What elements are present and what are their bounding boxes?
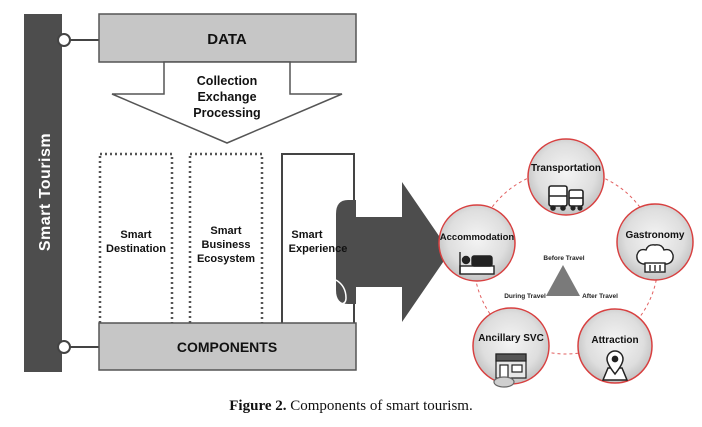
node-gastronomy-label: Gastronomy: [626, 230, 685, 241]
node-attraction-label: Attraction: [591, 335, 638, 346]
figure-caption-prefix: Figure 2.: [229, 398, 287, 414]
column-smart-destination-line2: Destination: [106, 243, 166, 255]
components-label: COMPONENTS: [177, 339, 277, 355]
arrow-line-exchange: Exchange: [197, 90, 256, 104]
node-accommodation-label: Accommodation: [440, 232, 515, 243]
column-smart-business-line1: Smart: [210, 225, 242, 237]
column-smart-business-line2: Business: [202, 239, 251, 251]
bus-icon: [548, 185, 584, 211]
node-gastronomy: Gastronomy: [616, 203, 694, 281]
node-ancillary-svc: Ancillary SVC: [472, 307, 550, 388]
data-connector-node: [57, 33, 71, 47]
during-travel-label: During Travel: [504, 293, 546, 300]
data-box: [98, 13, 357, 63]
experience-tab: [336, 200, 356, 304]
smart-tourism-label: Smart Tourism: [37, 133, 54, 251]
after-travel-label: After Travel: [582, 293, 618, 300]
node-ancillary-svc-label: Ancillary SVC: [478, 333, 544, 344]
experience-arrow: [340, 182, 450, 322]
bed-icon: [459, 252, 495, 275]
chef-hat-icon: [636, 244, 674, 273]
node-transportation-label: Transportation: [531, 163, 601, 174]
node-accommodation: Accommodation: [438, 204, 516, 282]
travel-phase-triangle: [546, 265, 580, 296]
column-smart-destination: [98, 152, 174, 326]
column-smart-business-line3: Ecosystem: [197, 253, 255, 265]
node-transportation: Transportation: [527, 138, 605, 216]
arrow-line-collection: Collection: [197, 74, 257, 88]
convenience-store-icon: [493, 353, 527, 388]
before-travel-label: Before Travel: [543, 255, 584, 262]
processing-arrow: [111, 61, 343, 144]
arrow-line-processing: Processing: [193, 106, 260, 120]
figure-caption-text: Components of smart tourism.: [290, 398, 473, 414]
components-box: [98, 322, 357, 371]
data-label: DATA: [207, 31, 247, 48]
map-pin-icon: [601, 350, 629, 381]
node-attraction: Attraction: [577, 308, 653, 384]
smart-tourism-bar: [24, 14, 62, 372]
column-smart-business-ecosystem: [188, 152, 264, 326]
column-smart-experience-line1: Smart: [291, 229, 323, 241]
experience-tab-curl: [335, 279, 347, 305]
column-smart-experience-line2: Experience: [289, 243, 348, 255]
figure-caption: Figure 2. Components of smart tourism.: [0, 398, 702, 415]
column-smart-destination-line1: Smart: [120, 229, 152, 241]
components-connector-node: [57, 340, 71, 354]
